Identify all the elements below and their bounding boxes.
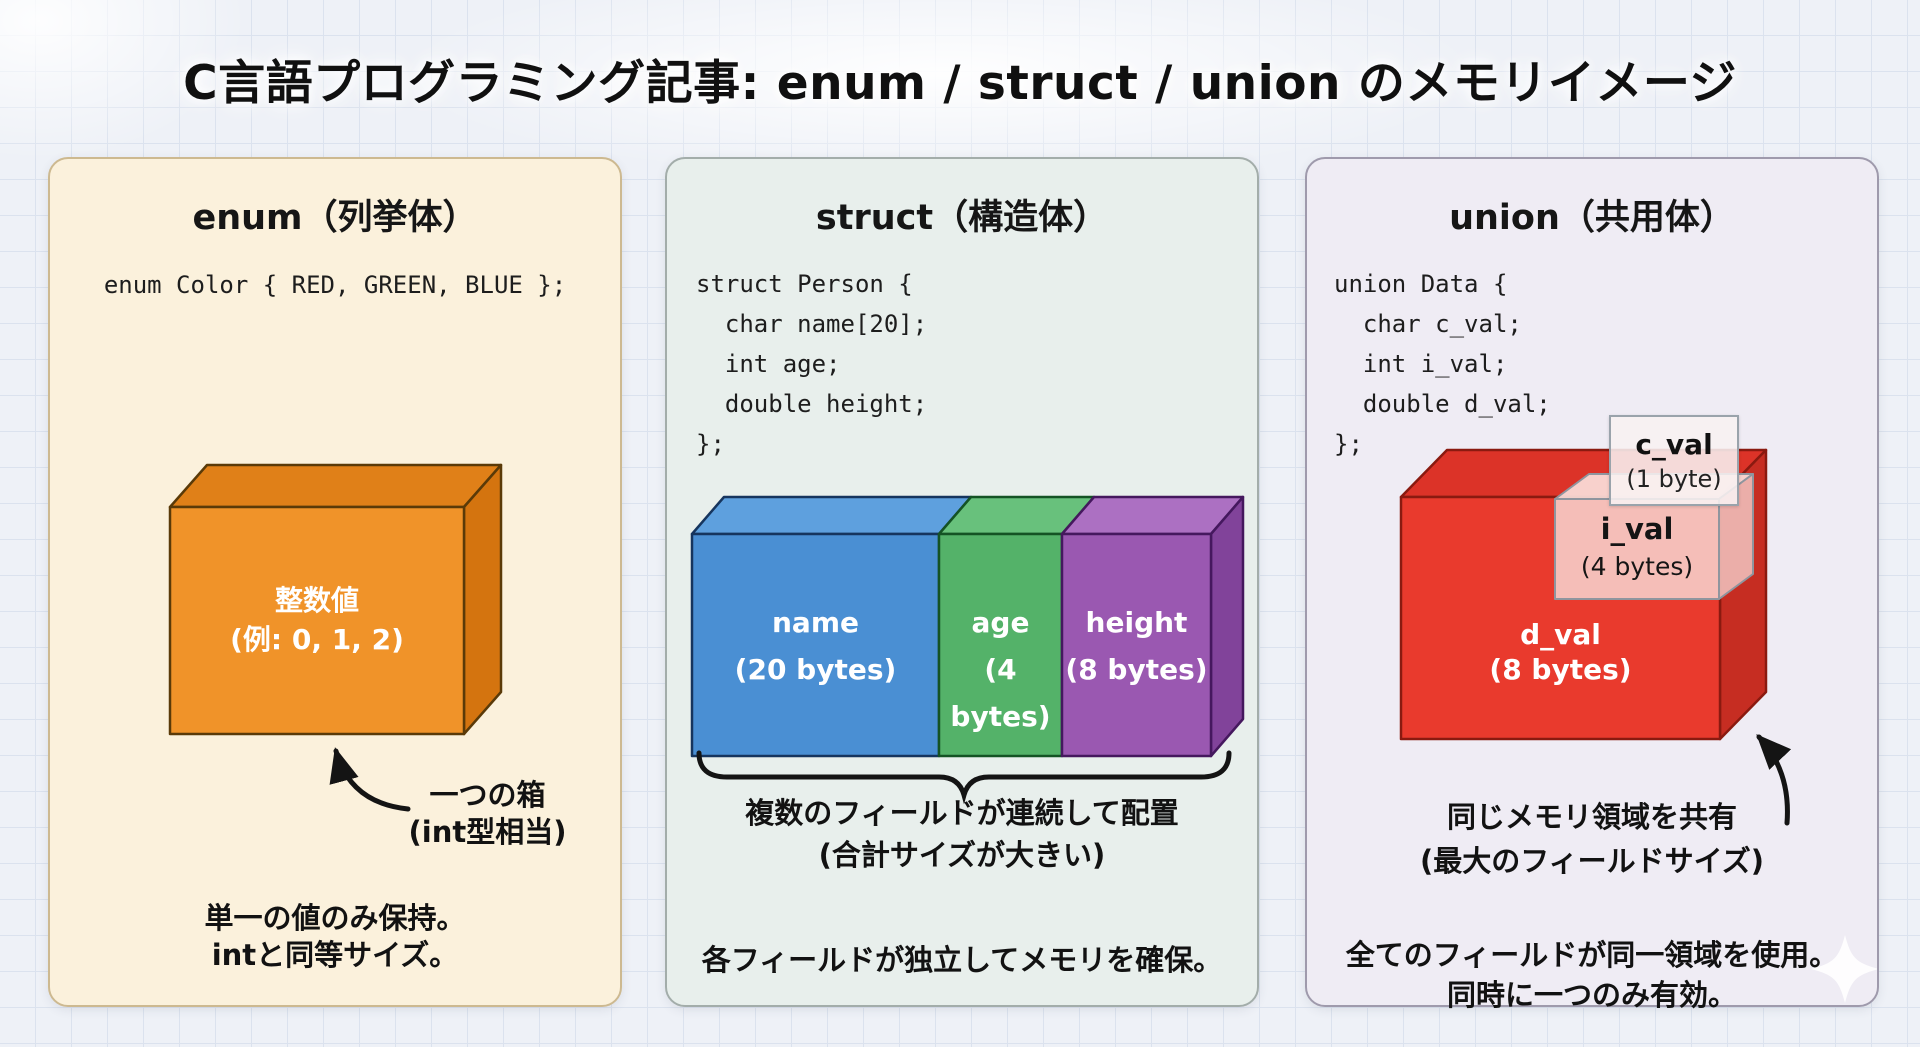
height-box-front-face <box>1060 532 1213 758</box>
code-line: }; <box>1334 430 1363 458</box>
union-heading: union（共用体） <box>1449 198 1735 238</box>
enum-memory-diagram <box>168 463 503 812</box>
field-size: (4 bytes) <box>950 653 1051 733</box>
struct-brace <box>696 750 1232 805</box>
struct-note-line: 複数のフィールドが連続して配置 <box>745 796 1179 830</box>
enum-summary: 単一の値のみ保持。 intと同等サイズ。 <box>50 900 620 974</box>
page-title: C言語プログラミング記事: enum / struct / union のメモリ… <box>183 56 1737 111</box>
height-box-label: height (8 bytes) <box>1062 599 1211 693</box>
enum-annotation-arrow <box>329 747 411 812</box>
union-code: union Data { char c_val; int i_val; doub… <box>1334 264 1551 464</box>
union-summary: 全てのフィールドが同一領域を使用。 同時に一つのみ有効。 <box>1307 935 1877 1015</box>
name-box-top-face <box>690 495 973 536</box>
code-line: char name[20]; <box>696 310 928 338</box>
union-note-line: 同じメモリ領域を共有 <box>1446 800 1737 834</box>
sparkle-icon <box>1811 935 1877 1003</box>
code-line: int age; <box>696 350 841 378</box>
field-name: age <box>971 606 1030 639</box>
struct-heading: struct（構造体） <box>815 198 1109 238</box>
enum-note: 一つの箱 (int型相当) <box>380 777 595 851</box>
struct-code: struct Person { char name[20]; int age; … <box>696 264 927 464</box>
field-size: (8 bytes) <box>1489 653 1632 686</box>
union-panel: union（共用体） union Data { char c_val; int … <box>1305 157 1879 1012</box>
code-line: struct Person { <box>696 270 913 298</box>
age-box-label: age (4 bytes) <box>939 599 1062 740</box>
union-note: 同じメモリ領域を共有 (最大のフィールドサイズ) <box>1307 795 1877 883</box>
field-size: (4 bytes) <box>1580 552 1694 581</box>
enum-box-label: 整数値 (例: 0, 1, 2) <box>170 581 464 659</box>
enum-panel: enum（列挙体） enum Color { RED, GREEN, BLUE … <box>48 157 622 1007</box>
struct-panel: struct（構造体） struct Person { char name[20… <box>665 157 1259 1007</box>
field-size: (1 byte) <box>1626 464 1722 493</box>
struct-note: 複数のフィールドが連続して配置 (合計サイズが大きい) <box>667 792 1257 876</box>
enum-box-front-face <box>168 505 466 736</box>
enum-note-line: 一つの箱 <box>429 778 546 812</box>
field-name: c_val <box>1635 427 1713 461</box>
enum-summary-line: 単一の値のみ保持。 <box>204 901 466 935</box>
ival-box-label: i_val (4 bytes) <box>1555 511 1719 585</box>
union-note-line: (最大のフィールドサイズ) <box>1419 844 1765 878</box>
name-box-front-face <box>690 532 941 758</box>
code-line: int i_val; <box>1334 350 1508 378</box>
code-line: double height; <box>696 390 928 418</box>
code-line: union Data { <box>1334 270 1508 298</box>
field-name: d_val <box>1520 618 1601 651</box>
code-line: char c_val; <box>1334 310 1522 338</box>
enum-box-label-sub: (例: 0, 1, 2) <box>230 623 404 656</box>
enum-heading: enum（列挙体） <box>192 198 478 238</box>
struct-summary-line: 各フィールドが独立してメモリを確保。 <box>701 943 1223 977</box>
height-box-side-face <box>1209 495 1245 758</box>
enum-box-top-face <box>168 463 503 509</box>
enum-box-side-face <box>462 463 503 736</box>
code-line: }; <box>696 430 725 458</box>
union-annotation-arrow <box>1756 734 1792 826</box>
dval-box-label: d_val (8 bytes) <box>1401 617 1720 687</box>
field-size: (8 bytes) <box>1065 653 1208 686</box>
enum-note-line: (int型相当) <box>408 815 567 849</box>
age-box-front-face <box>937 532 1064 758</box>
field-name: i_val <box>1600 512 1674 546</box>
name-box-label: name (20 bytes) <box>692 599 939 693</box>
struct-memory-diagram <box>690 495 1245 805</box>
union-summary-line: 全てのフィールドが同一領域を使用。 <box>1345 938 1839 972</box>
field-size: (20 bytes) <box>734 653 897 686</box>
cval-label-card: c_val (1 byte) <box>1609 415 1739 506</box>
field-name: height <box>1085 606 1188 639</box>
code-line: double d_val; <box>1334 390 1551 418</box>
enum-summary-line: intと同等サイズ。 <box>211 938 459 972</box>
code-line: enum Color { RED, GREEN, BLUE }; <box>103 271 567 299</box>
field-name: name <box>772 606 859 639</box>
enum-box-label-main: 整数値 <box>274 584 359 617</box>
union-summary-line: 同時に一つのみ有効。 <box>1446 978 1737 1012</box>
struct-summary: 各フィールドが独立してメモリを確保。 <box>667 941 1257 979</box>
struct-note-line: (合計サイズが大きい) <box>818 838 1106 872</box>
enum-code: enum Color { RED, GREEN, BLUE }; <box>50 265 620 305</box>
